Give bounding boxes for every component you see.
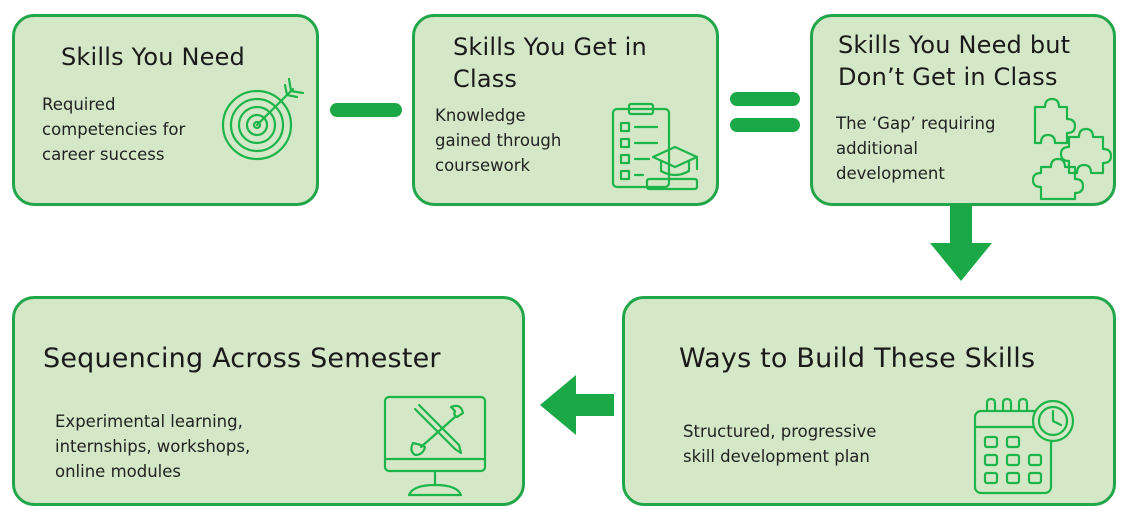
arrow-down <box>930 205 992 281</box>
equals-operator-top <box>730 92 800 106</box>
monitor-tools-icon <box>381 393 491 499</box>
box-sequencing-across-semester: Sequencing Across Semester Experimental … <box>12 296 525 506</box>
box-skills-you-need: Skills You Need Required competencies fo… <box>12 14 319 206</box>
box-description: Required competencies for career success <box>42 95 186 164</box>
box-description: Experimental learning, internships, work… <box>55 412 251 481</box>
calendar-clock-icon <box>969 397 1077 499</box>
box-title: Sequencing Across Semester <box>43 343 441 374</box>
clipboard-graduation-icon <box>609 101 701 193</box>
box-skills-you-get-in-class: Skills You Get in Class Knowledge gained… <box>412 14 719 206</box>
box-title: Skills You Get in Class <box>453 33 647 93</box>
box-description: The ‘Gap’ requiring additional developme… <box>836 114 996 183</box>
equals-operator-bottom <box>730 118 800 132</box>
box-description: Structured, progressive skill developmen… <box>683 422 877 466</box>
box-ways-to-build-skills: Ways to Build These Skills Structured, p… <box>622 296 1116 506</box>
target-icon <box>215 75 305 165</box>
box-title: Ways to Build These Skills <box>679 343 1036 374</box>
box-description: Knowledge gained through coursework <box>435 106 562 175</box>
box-skills-gap: Skills You Need but Don’t Get in Class T… <box>810 14 1116 206</box>
arrow-left <box>540 375 614 435</box>
puzzle-icon <box>1029 97 1113 201</box>
minus-operator <box>330 103 402 117</box>
box-title: Skills You Need but Don’t Get in Class <box>838 31 1071 91</box>
box-title: Skills You Need <box>61 43 245 71</box>
